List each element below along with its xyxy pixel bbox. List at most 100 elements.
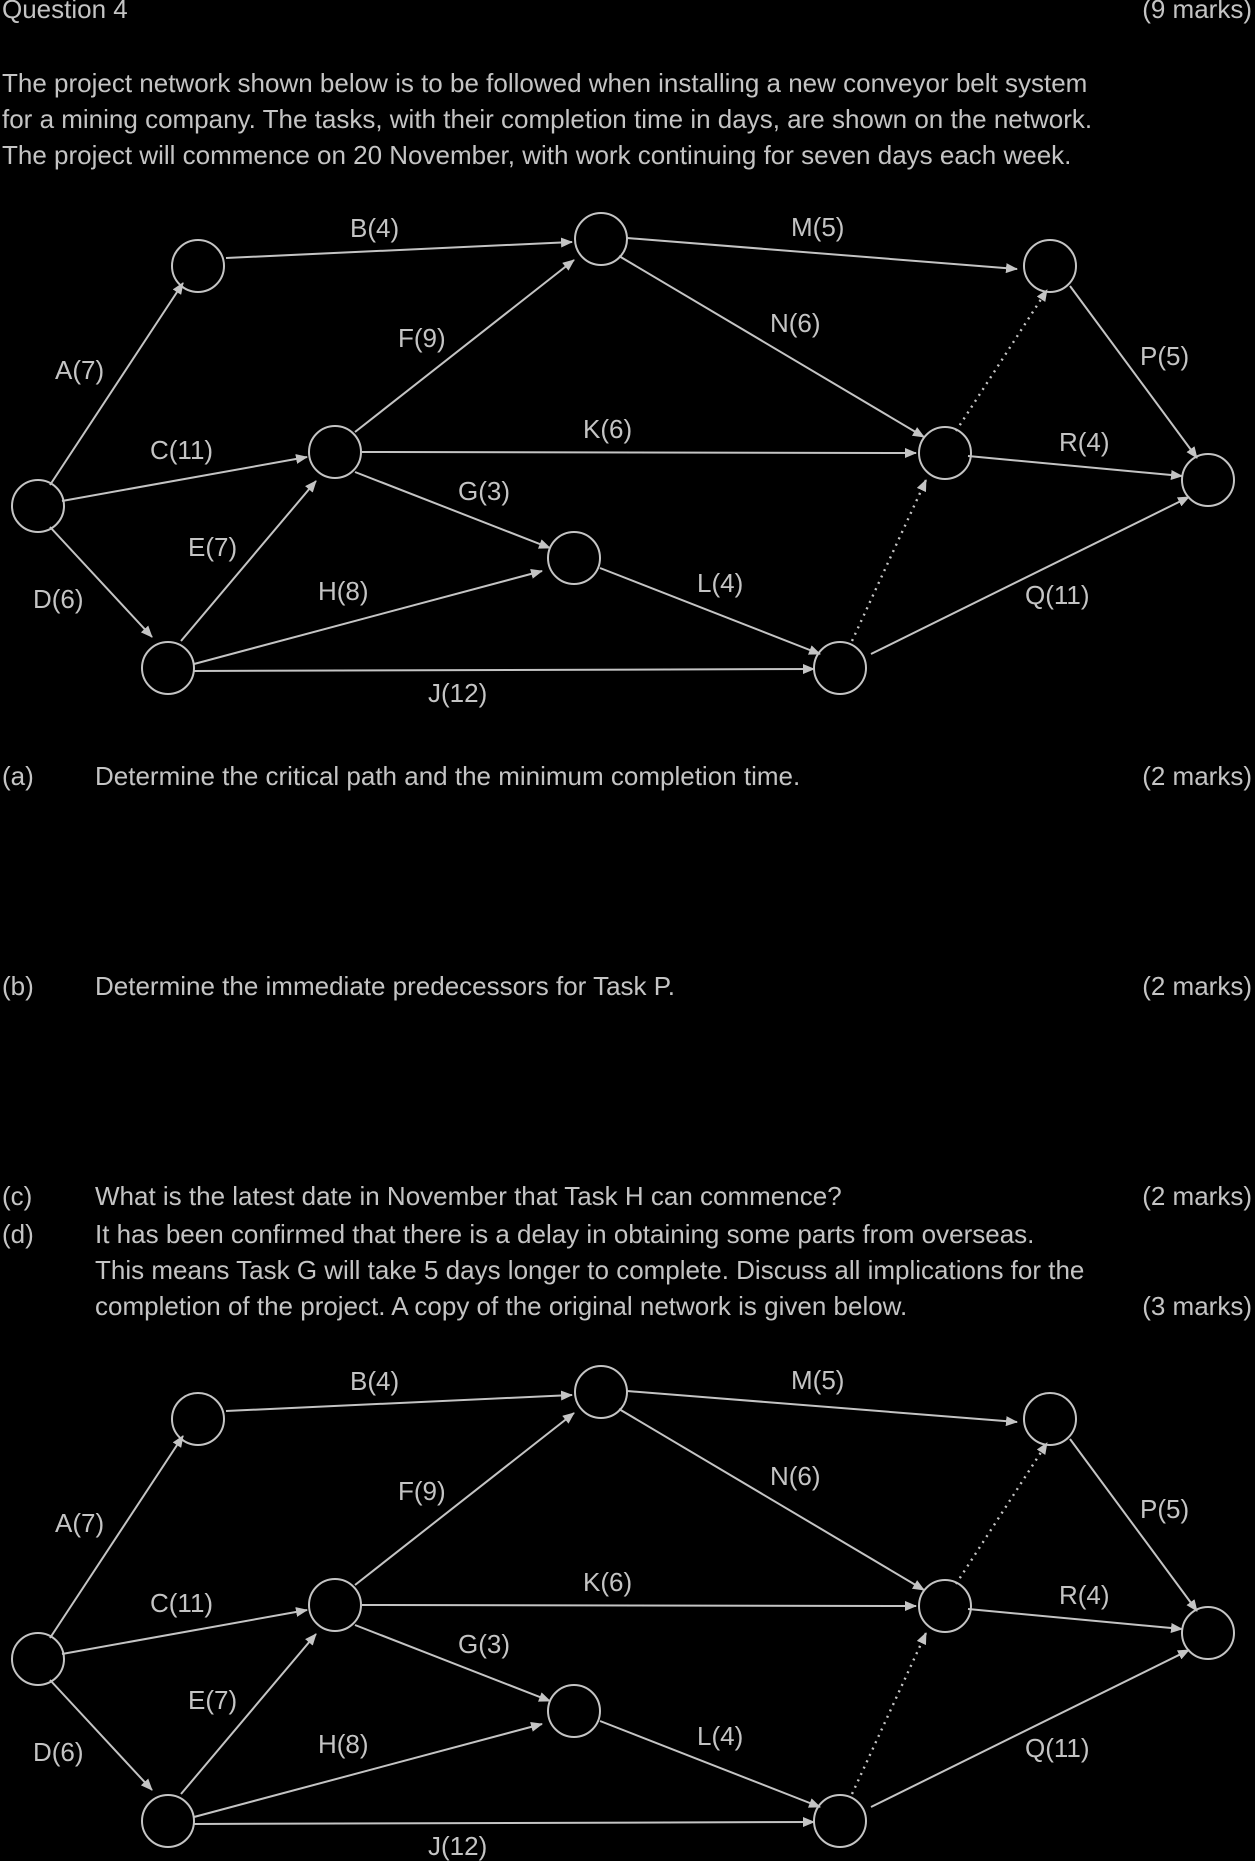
edge-a xyxy=(49,1435,184,1639)
node xyxy=(141,1794,195,1848)
question-a-marks: (2 marks) xyxy=(1142,761,1252,791)
node xyxy=(574,1365,628,1419)
network-labels: A(7) B(4) C(11) D(6) E(7) F(9) G(3) H(8)… xyxy=(33,1365,1189,1861)
edge-c xyxy=(61,454,308,502)
edge-label-j: J(12) xyxy=(428,1831,487,1861)
edge-p xyxy=(1069,1438,1198,1612)
edge-label-m: M(5) xyxy=(791,212,844,242)
question-a-text: Determine the critical path and the mini… xyxy=(95,761,801,791)
project-network-diagram-copy: A(7) B(4) C(11) D(6) E(7) F(9) G(3) H(8)… xyxy=(11,1365,1235,1861)
intro-line-3: The project will commence on 20 November… xyxy=(2,140,1072,170)
dummy-edge-2 xyxy=(954,1442,1049,1585)
edge-label-l: L(4) xyxy=(697,568,743,598)
edge-c xyxy=(61,1607,308,1655)
question-d-text-1: It has been confirmed that there is a de… xyxy=(95,1219,1035,1249)
dummy-edge-2 xyxy=(954,289,1049,432)
question-b-label: (b) xyxy=(2,971,34,1001)
node xyxy=(308,1578,362,1632)
network-nodes xyxy=(11,1365,1235,1848)
edge-n xyxy=(618,255,925,438)
edge-n xyxy=(618,1408,925,1591)
question-d-marks: (3 marks) xyxy=(1142,1291,1252,1321)
intro-line-1: The project network shown below is to be… xyxy=(2,68,1088,98)
edge-label-n: N(6) xyxy=(770,1461,821,1491)
node xyxy=(1023,239,1077,293)
edge-label-d: D(6) xyxy=(33,1737,84,1767)
edge-d xyxy=(49,526,153,638)
node xyxy=(1023,1392,1077,1446)
edge-label-q: Q(11) xyxy=(1025,1733,1090,1763)
question-b-text: Determine the immediate predecessors for… xyxy=(95,971,675,1001)
edge-label-m: M(5) xyxy=(791,1365,844,1395)
node xyxy=(141,641,195,695)
question-c-marks: (2 marks) xyxy=(1142,1181,1252,1211)
edge-label-a: A(7) xyxy=(55,1508,104,1538)
dummy-edge-1 xyxy=(850,479,928,642)
edge-label-r: R(4) xyxy=(1059,1580,1110,1610)
edge-label-e: E(7) xyxy=(188,532,237,562)
question-d-text-3: completion of the project. A copy of the… xyxy=(95,1291,908,1321)
network-nodes xyxy=(11,212,1235,695)
edge-r xyxy=(967,1608,1183,1633)
node xyxy=(11,1632,65,1686)
edge-e xyxy=(180,1633,317,1795)
edge-f xyxy=(354,259,575,433)
edge-label-l: L(4) xyxy=(697,1721,743,1751)
edge-label-c: C(11) xyxy=(150,435,213,465)
edge-m xyxy=(626,237,1018,274)
edge-q xyxy=(870,1649,1190,1808)
question-b-marks: (2 marks) xyxy=(1142,971,1252,1001)
project-network-diagram: A(7) B(4) C(11) D(6) E(7) F(9) G(3) H(8)… xyxy=(11,212,1235,708)
edge-e xyxy=(180,480,317,642)
edge-label-b: B(4) xyxy=(350,1366,399,1396)
node xyxy=(308,425,362,479)
intro-line-2: for a mining company. The tasks, with th… xyxy=(2,104,1093,134)
node xyxy=(918,426,972,480)
edge-label-e: E(7) xyxy=(188,1685,237,1715)
edge-f xyxy=(354,1412,575,1586)
edge-a xyxy=(49,282,184,486)
edge-label-g: G(3) xyxy=(458,476,510,506)
edge-j xyxy=(193,1817,815,1828)
dummy-edge-1 xyxy=(850,1632,928,1795)
question-title: Question 4 xyxy=(2,0,128,24)
network-labels: A(7) B(4) C(11) D(6) E(7) F(9) G(3) H(8)… xyxy=(33,212,1189,708)
node xyxy=(171,1392,225,1446)
node xyxy=(1181,453,1235,507)
question-c-label: (c) xyxy=(2,1181,33,1211)
edge-label-b: B(4) xyxy=(350,213,399,243)
question-marks: (9 marks) xyxy=(1142,0,1252,24)
node xyxy=(574,212,628,266)
edge-label-d: D(6) xyxy=(33,584,84,614)
edge-g xyxy=(354,471,551,549)
edge-label-g: G(3) xyxy=(458,1629,510,1659)
edge-d xyxy=(49,1679,153,1791)
edge-r xyxy=(967,455,1183,480)
question-d-label: (d) xyxy=(2,1219,34,1249)
edge-label-a: A(7) xyxy=(55,355,104,385)
edge-g xyxy=(354,1624,551,1702)
edge-m xyxy=(626,1390,1018,1427)
edge-h xyxy=(193,569,543,665)
edge-label-q: Q(11) xyxy=(1025,580,1090,610)
edge-label-n: N(6) xyxy=(770,308,821,338)
node xyxy=(547,531,601,585)
node xyxy=(813,641,867,695)
edge-l xyxy=(599,567,821,655)
question-c-text: What is the latest date in November that… xyxy=(95,1181,842,1211)
edge-label-f: F(9) xyxy=(398,1476,446,1506)
edge-h xyxy=(193,1722,543,1818)
edge-label-r: R(4) xyxy=(1059,427,1110,457)
network-edges xyxy=(49,1390,1198,1828)
node xyxy=(918,1579,972,1633)
edge-label-p: P(5) xyxy=(1140,1494,1189,1524)
edge-label-j: J(12) xyxy=(428,678,487,708)
edge-p xyxy=(1069,285,1198,459)
edge-q xyxy=(870,496,1190,655)
edge-label-p: P(5) xyxy=(1140,341,1189,371)
node xyxy=(171,239,225,293)
edge-b xyxy=(225,237,573,259)
edge-label-k: K(6) xyxy=(583,1567,632,1597)
edge-k xyxy=(361,447,917,458)
node xyxy=(1181,1606,1235,1660)
